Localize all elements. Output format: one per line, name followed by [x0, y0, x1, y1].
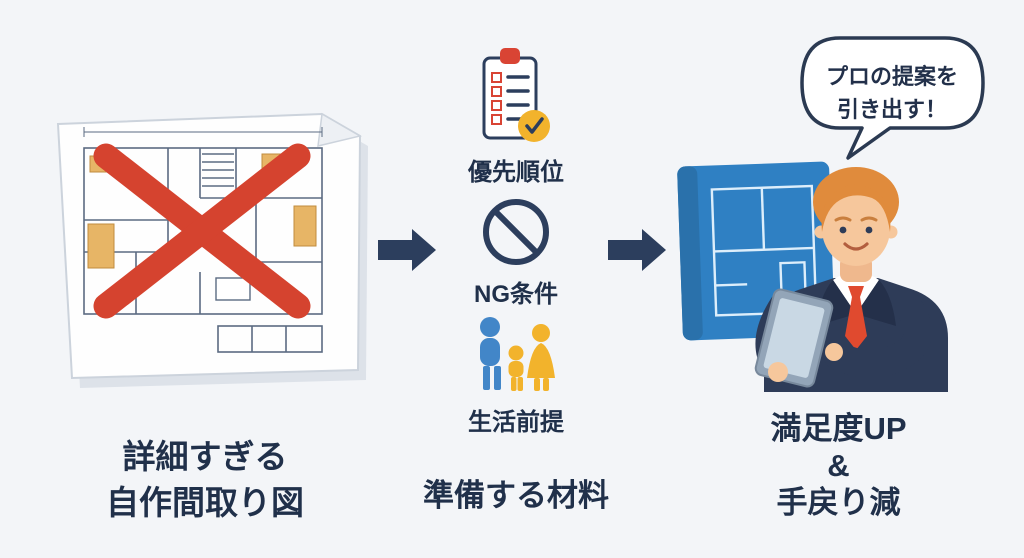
result-caption-line2: & [827, 448, 850, 484]
floorplan-caption: 詳細すぎる 自作間取り図 [40, 434, 370, 525]
left-hand [768, 362, 788, 382]
right-hand [825, 343, 843, 361]
clipboard-clip [500, 48, 520, 64]
hair-fringe [821, 184, 891, 232]
flow-arrow-2 [608, 229, 666, 271]
stairs [202, 153, 234, 187]
floorplan-caption-line2: 自作間取り図 [106, 483, 304, 521]
result-caption-line1: 満足度UP [770, 411, 907, 446]
flow-arrow-1 [378, 229, 436, 271]
life-premise-label: 生活前提 [468, 409, 564, 436]
materials-heading: 準備する材料 [423, 478, 609, 513]
title-block [217, 325, 323, 353]
speech-bubble-text: プロの提案を 引き出す！ [806, 60, 978, 126]
face [822, 192, 890, 266]
paper-fold [317, 112, 363, 147]
result-caption-line3: 手戻り減 [776, 485, 901, 521]
right-eye [865, 226, 873, 234]
father-figure [480, 317, 501, 390]
speech-bubble-line2: 引き出す！ [836, 97, 947, 122]
right-arm [824, 292, 932, 378]
priority-label: 優先順位 [468, 159, 564, 186]
mother-figure [527, 324, 555, 391]
speech-bubble-line1: プロの提案を [825, 64, 958, 89]
floorplan-table [215, 277, 251, 301]
check-badge [518, 110, 550, 142]
speech-bubble [800, 36, 985, 160]
no-sign-icon [483, 199, 549, 265]
floorplan-caption-line1: 詳細すぎる [122, 438, 288, 475]
tablet [754, 288, 834, 388]
tie [845, 286, 867, 350]
ng-conditions-label: NG条件 [474, 281, 558, 308]
red-cross-icon [93, 143, 311, 319]
child-figure [508, 345, 524, 391]
family-icon [480, 317, 555, 391]
result-caption: 満足度UP & 手戻り減 [716, 410, 961, 522]
smile [843, 242, 869, 251]
lapel-right [856, 280, 896, 326]
left-eye [839, 226, 847, 234]
checklist-icon [482, 48, 550, 142]
consultant-illustration [754, 167, 948, 392]
head [813, 167, 899, 266]
floorplan-illustration [56, 112, 368, 388]
